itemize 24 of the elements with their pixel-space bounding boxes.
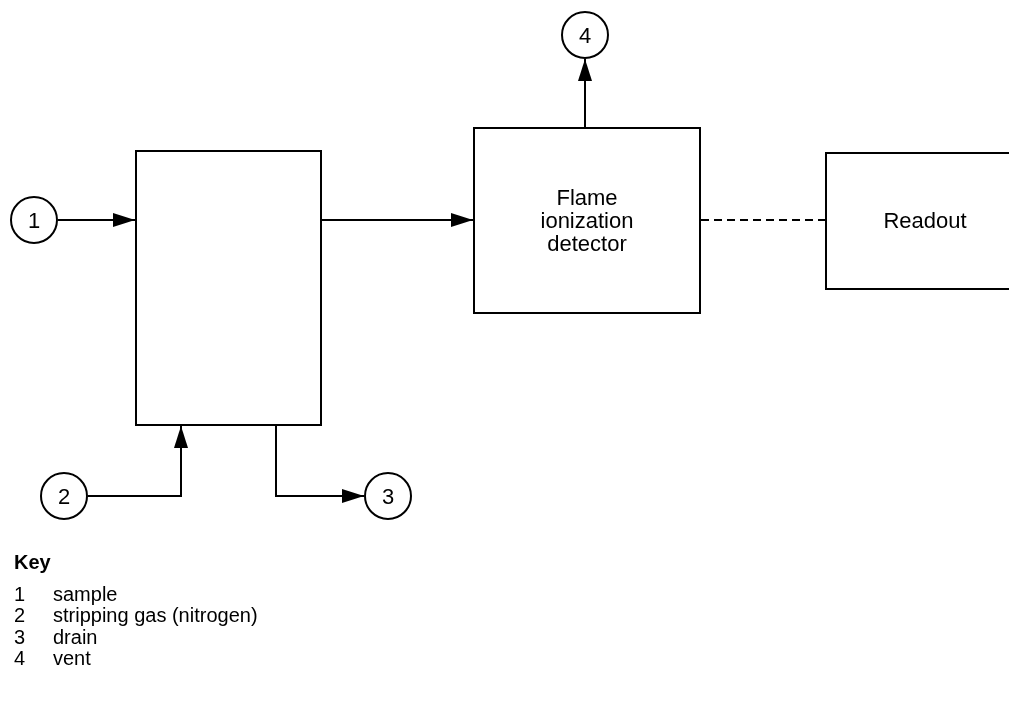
callout-number: 2 — [57, 482, 71, 511]
key-text: drain — [53, 626, 98, 648]
arrow — [321, 213, 474, 227]
process-box — [473, 127, 701, 314]
dashed-connector — [700, 219, 826, 221]
key-number: 4 — [14, 648, 27, 670]
box-label: Flame ionization detector — [539, 185, 635, 256]
key-text: stripping gas (nitrogen) — [53, 605, 258, 627]
callout-number: 4 — [578, 21, 592, 50]
callout-number: 1 — [27, 206, 41, 235]
key-number: 2 — [14, 605, 27, 627]
arrow — [578, 58, 592, 128]
key-text: sample — [53, 583, 118, 605]
key-number: 3 — [14, 626, 27, 648]
arrow — [87, 425, 188, 497]
callout-number: 3 — [381, 482, 395, 511]
box-label: Readout — [883, 209, 967, 233]
key-text: vent — [53, 648, 91, 670]
key-heading: Key — [14, 552, 51, 574]
key-number: 1 — [14, 583, 27, 605]
arrow — [275, 425, 365, 503]
vessel-box — [135, 150, 322, 426]
process-box — [825, 152, 1009, 290]
arrow — [57, 213, 136, 227]
